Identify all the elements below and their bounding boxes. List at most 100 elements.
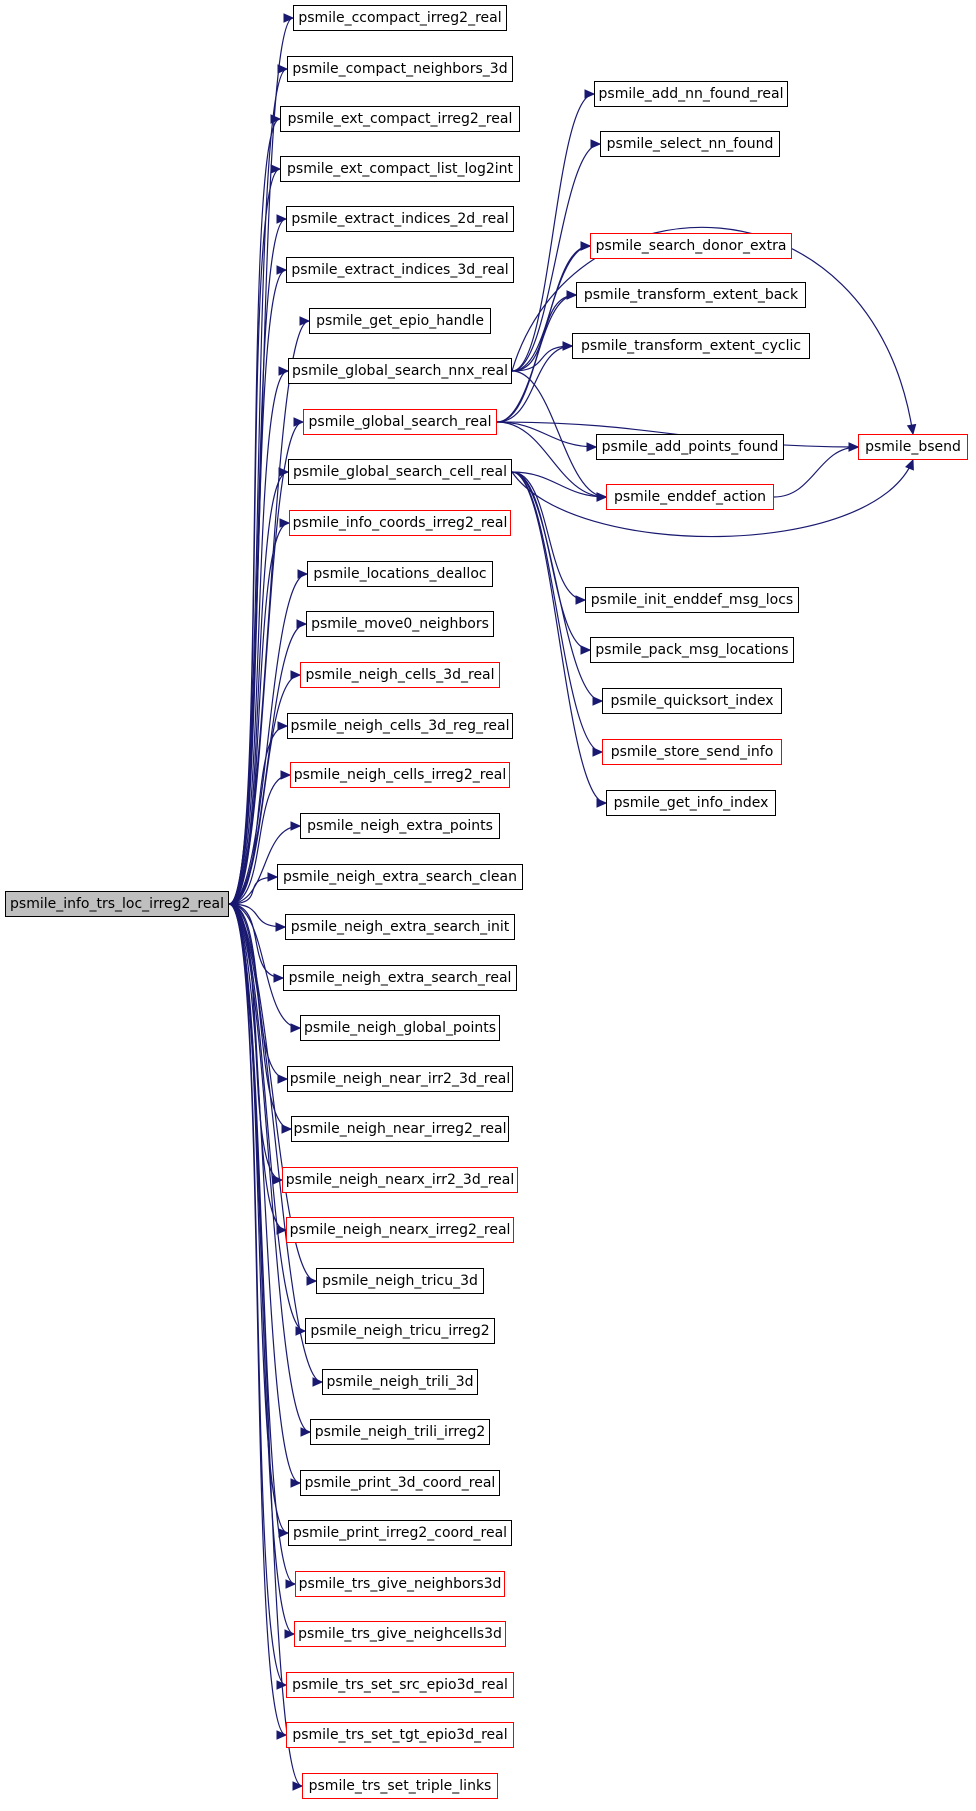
edge-psmile-global-search-real-to-psmile-search-donor-extra (496, 245, 591, 423)
node-psmile-neigh-nearx-irreg2-real[interactable]: psmile_neigh_nearx_irreg2_real (286, 1217, 514, 1243)
edge-psmile-info-trs-loc-irreg2-real-to-psmile-neigh-trili-3d (228, 903, 323, 1383)
edge-psmile-global-search-nnx-real-to-psmile-transform-extent-cyclic (511, 345, 573, 372)
node-psmile-pack-msg-locations[interactable]: psmile_pack_msg_locations (590, 637, 794, 663)
node-psmile-neigh-cells-3d-real[interactable]: psmile_neigh_cells_3d_real (300, 662, 500, 688)
node-psmile-transform-extent-cyclic[interactable]: psmile_transform_extent_cyclic (572, 333, 810, 359)
edge-psmile-info-trs-loc-irreg2-real-to-psmile-info-coords-irreg2-real (228, 522, 290, 905)
node-psmile-enddef-action[interactable]: psmile_enddef_action (606, 484, 774, 510)
node-psmile-global-search-cell-real[interactable]: psmile_global_search_cell_real (288, 459, 512, 485)
node-psmile-neigh-near-irreg2-real[interactable]: psmile_neigh_near_irreg2_real (291, 1116, 509, 1142)
node-psmile-trs-set-triple-links[interactable]: psmile_trs_set_triple_links (302, 1773, 498, 1799)
node-psmile-store-send-info[interactable]: psmile_store_send_info (602, 739, 782, 765)
node-psmile-neigh-cells-irreg2-real[interactable]: psmile_neigh_cells_irreg2_real (290, 762, 510, 788)
arrowhead-psmile-enddef-action (596, 492, 608, 502)
edge-psmile-info-trs-loc-irreg2-real-to-psmile-neigh-extra-search-init (228, 903, 286, 928)
node-psmile-neigh-trili-3d[interactable]: psmile_neigh_trili_3d (322, 1369, 478, 1395)
node-psmile-add-points-found[interactable]: psmile_add_points_found (596, 434, 784, 460)
arrowhead-psmile-global-search-real (293, 417, 305, 427)
arrowhead-psmile-neigh-near-irreg2-real (281, 1124, 293, 1134)
node-psmile-trs-give-neighbors3d[interactable]: psmile_trs_give_neighbors3d (295, 1571, 505, 1597)
arrowhead-psmile-trs-set-tgt-epio3d-real (276, 1730, 288, 1740)
node-psmile-ext-compact-list-log2int[interactable]: psmile_ext_compact_list_log2int (280, 156, 520, 182)
arrowhead-psmile-global-search-cell-real (278, 467, 290, 477)
node-psmile-get-epio-handle[interactable]: psmile_get_epio_handle (309, 308, 491, 334)
edge-psmile-info-trs-loc-irreg2-real-to-psmile-neigh-extra-search-clean (228, 876, 278, 905)
edge-psmile-enddef-action-to-psmile-bsend (773, 446, 859, 498)
node-psmile-neigh-extra-points[interactable]: psmile_neigh_extra_points (300, 813, 500, 839)
arrowhead-psmile-transform-extent-back (566, 290, 578, 300)
node-psmile-neigh-extra-search-real[interactable]: psmile_neigh_extra_search_real (283, 965, 517, 991)
node-psmile-init-enddef-msg-locs[interactable]: psmile_init_enddef_msg_locs (585, 587, 799, 613)
node-psmile-neigh-global-points[interactable]: psmile_neigh_global_points (300, 1015, 500, 1041)
node-psmile-global-search-nnx-real[interactable]: psmile_global_search_nnx_real (288, 358, 512, 384)
arrowhead-psmile-get-info-index (596, 798, 608, 808)
node-psmile-ccompact-irreg2-real[interactable]: psmile_ccompact_irreg2_real (293, 5, 507, 31)
arrowhead-psmile-add-points-found (586, 442, 598, 452)
edge-psmile-info-trs-loc-irreg2-real-to-psmile-neigh-extra-points (228, 825, 301, 905)
node-psmile-compact-neighbors-3d[interactable]: psmile_compact_neighbors_3d (287, 56, 513, 82)
arrowhead-psmile-locations-dealloc (297, 569, 309, 579)
arrowhead-psmile-move0-neighbors (296, 619, 308, 629)
node-psmile-extract-indices-2d-real[interactable]: psmile_extract_indices_2d_real (286, 206, 514, 232)
node-psmile-print-irreg2-coord-real[interactable]: psmile_print_irreg2_coord_real (288, 1520, 512, 1546)
edge-psmile-info-trs-loc-irreg2-real-to-psmile-neigh-tricu-3d (228, 903, 317, 1282)
edge-psmile-global-search-nnx-real-to-psmile-add-nn-found-real (511, 93, 595, 372)
node-psmile-info-trs-loc-irreg2-real: psmile_info_trs_loc_irreg2_real (5, 891, 229, 917)
edge-psmile-info-trs-loc-irreg2-real-to-psmile-global-search-nnx-real (228, 370, 289, 905)
node-psmile-trs-set-src-epio3d-real[interactable]: psmile_trs_set_src_epio3d_real (286, 1672, 514, 1698)
node-psmile-neigh-trili-irreg2[interactable]: psmile_neigh_trili_irreg2 (310, 1419, 490, 1445)
node-psmile-neigh-tricu-3d[interactable]: psmile_neigh_tricu_3d (316, 1268, 484, 1294)
node-psmile-print-3d-coord-real[interactable]: psmile_print_3d_coord_real (300, 1470, 500, 1496)
arrowhead-psmile-extract-indices-2d-real (276, 214, 288, 224)
node-psmile-neigh-near-irr2-3d-real[interactable]: psmile_neigh_near_irr2_3d_real (287, 1066, 513, 1092)
node-psmile-bsend[interactable]: psmile_bsend (858, 434, 968, 460)
arrowhead-psmile-neigh-trili-3d (312, 1377, 324, 1387)
arrowhead-psmile-neigh-tricu-3d (306, 1276, 318, 1286)
node-psmile-info-coords-irreg2-real[interactable]: psmile_info_coords_irreg2_real (289, 510, 511, 536)
edge-psmile-global-search-real-to-psmile-enddef-action (496, 421, 607, 498)
arrowhead-psmile-ext-compact-irreg2-real (270, 114, 282, 124)
node-psmile-search-donor-extra[interactable]: psmile_search_donor_extra (590, 233, 792, 259)
node-psmile-locations-dealloc[interactable]: psmile_locations_dealloc (307, 561, 493, 587)
arrowhead-psmile-init-enddef-msg-locs (575, 595, 587, 605)
node-psmile-trs-set-tgt-epio3d-real[interactable]: psmile_trs_set_tgt_epio3d_real (286, 1722, 514, 1748)
node-psmile-global-search-real[interactable]: psmile_global_search_real (303, 409, 497, 435)
edge-psmile-info-trs-loc-irreg2-real-to-psmile-print-3d-coord-real (228, 903, 301, 1484)
node-psmile-get-info-index[interactable]: psmile_get_info_index (606, 790, 776, 816)
arrowhead-psmile-pack-msg-locations (580, 645, 592, 655)
arrowhead-psmile-bsend (906, 423, 917, 436)
node-psmile-neigh-tricu-irreg2[interactable]: psmile_neigh_tricu_irreg2 (305, 1318, 495, 1344)
arrowhead-psmile-extract-indices-3d-real (276, 265, 288, 275)
arrowhead-psmile-bsend (905, 458, 914, 471)
edge-psmile-global-search-nnx-real-to-psmile-bsend (511, 226, 914, 435)
edge-psmile-info-trs-loc-irreg2-real-to-psmile-extract-indices-3d-real (228, 269, 287, 905)
edge-psmile-info-trs-loc-irreg2-real-to-psmile-locations-dealloc (228, 573, 308, 905)
node-psmile-quicksort-index[interactable]: psmile_quicksort_index (602, 688, 782, 714)
edge-psmile-info-trs-loc-irreg2-real-to-psmile-global-search-real (228, 421, 304, 905)
arrowhead-psmile-print-3d-coord-real (290, 1478, 302, 1488)
node-psmile-add-nn-found-real[interactable]: psmile_add_nn_found_real (594, 81, 788, 107)
edge-psmile-info-trs-loc-irreg2-real-to-psmile-neigh-cells-3d-reg-real (228, 725, 288, 905)
node-psmile-trs-give-neighcells3d[interactable]: psmile_trs_give_neighcells3d (294, 1621, 506, 1647)
node-psmile-extract-indices-3d-real[interactable]: psmile_extract_indices_3d_real (286, 257, 514, 283)
node-psmile-neigh-extra-search-init[interactable]: psmile_neigh_extra_search_init (285, 914, 515, 940)
node-psmile-neigh-cells-3d-reg-real[interactable]: psmile_neigh_cells_3d_reg_real (287, 713, 513, 739)
arrowhead-psmile-neigh-extra-search-init (275, 922, 287, 932)
arrowhead-psmile-neigh-cells-3d-real (290, 670, 302, 680)
edge-psmile-info-trs-loc-irreg2-real-to-psmile-global-search-cell-real (228, 471, 289, 905)
edge-psmile-info-trs-loc-irreg2-real-to-psmile-neigh-cells-irreg2-real (228, 774, 291, 905)
arrowhead-psmile-trs-set-triple-links (292, 1781, 304, 1791)
arrowhead-psmile-trs-give-neighcells3d (284, 1629, 296, 1639)
edge-psmile-info-trs-loc-irreg2-real-to-psmile-neigh-extra-search-real (228, 903, 284, 979)
node-psmile-neigh-extra-search-clean[interactable]: psmile_neigh_extra_search_clean (277, 864, 523, 890)
node-psmile-ext-compact-irreg2-real[interactable]: psmile_ext_compact_irreg2_real (280, 106, 520, 132)
edge-psmile-info-trs-loc-irreg2-real-to-psmile-get-epio-handle (228, 320, 310, 905)
node-psmile-transform-extent-back[interactable]: psmile_transform_extent_back (576, 282, 806, 308)
node-psmile-move0-neighbors[interactable]: psmile_move0_neighbors (306, 611, 494, 637)
arrowhead-psmile-quicksort-index (592, 696, 604, 706)
node-psmile-neigh-nearx-irr2-3d-real[interactable]: psmile_neigh_nearx_irr2_3d_real (282, 1167, 518, 1193)
arrowhead-psmile-neigh-near-irr2-3d-real (277, 1074, 289, 1084)
node-psmile-select-nn-found[interactable]: psmile_select_nn_found (600, 131, 780, 157)
